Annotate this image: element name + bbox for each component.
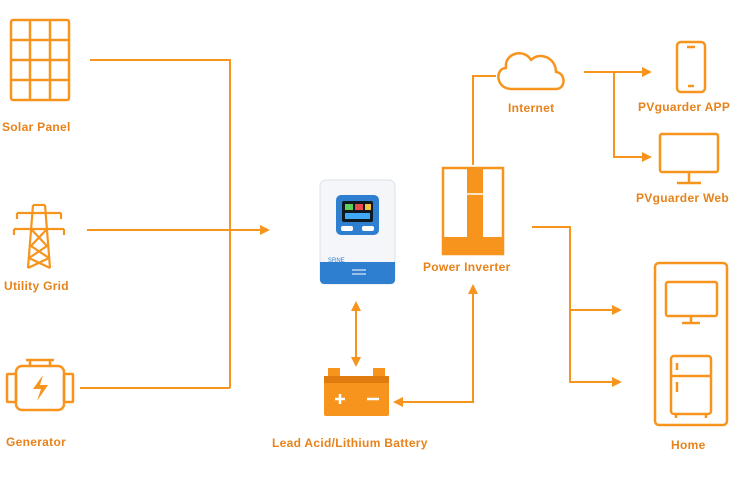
- battery-icon: [324, 368, 389, 416]
- monitor-icon: [658, 132, 720, 185]
- internet-label: Internet: [508, 101, 555, 115]
- home-appliances-icon: [653, 261, 729, 427]
- solar-to-bus-line: [90, 59, 231, 388]
- smartphone-icon: [675, 40, 707, 94]
- utility-grid-label: Utility Grid: [4, 279, 69, 293]
- connectors: [80, 59, 652, 407]
- inverter-to-internet-line: [472, 75, 496, 165]
- power-inverter-label: Power Inverter: [423, 260, 511, 274]
- pvguarder-app-label: PVguarder APP: [638, 100, 731, 114]
- generator-icon: [5, 358, 75, 412]
- charge-controller-icon: SRNE: [319, 179, 396, 285]
- inverter-icon: [441, 166, 505, 256]
- solar-panel-icon: [9, 18, 71, 102]
- pvguarder-web-label: PVguarder Web: [636, 191, 730, 205]
- home-label: Home: [671, 438, 706, 452]
- controller-brand-text: SRNE: [328, 258, 345, 264]
- cloud-icon: [497, 52, 565, 91]
- inverter-to-home-arrow-lower: [532, 226, 622, 387]
- battery-inverter-arrow: [393, 284, 478, 407]
- battery-label: Lead Acid/Lithium Battery: [272, 436, 428, 450]
- internet-to-web-arrow: [613, 72, 652, 162]
- generator-label: Generator: [6, 435, 67, 449]
- solar-panel-label: Solar Panel: [2, 120, 71, 134]
- power-tower-icon: [12, 203, 66, 269]
